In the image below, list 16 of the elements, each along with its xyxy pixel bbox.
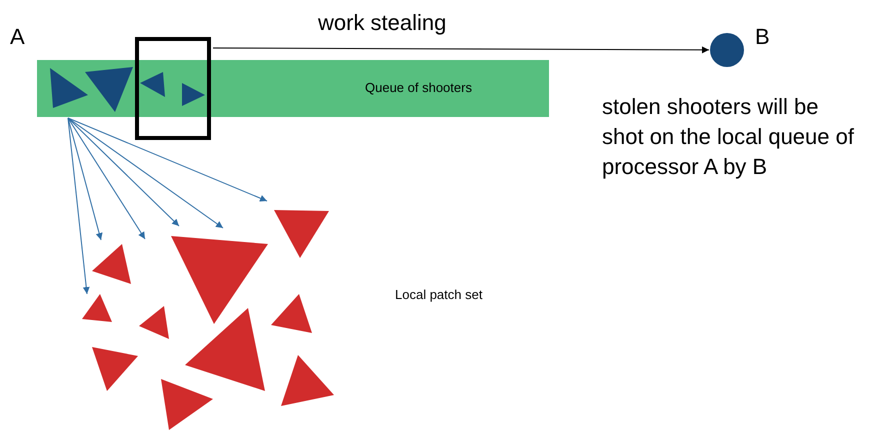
arrow — [68, 118, 268, 202]
processor-label: A — [10, 23, 25, 51]
arrow — [68, 118, 90, 294]
processor-circle — [710, 33, 744, 67]
patch-triangles-drawing — [82, 210, 334, 430]
patch-set-label: Local patch set — [395, 286, 482, 304]
note-text: stolen shooters will be shot on the local queue of processor A by B — [602, 93, 855, 181]
arrow — [68, 118, 103, 240]
selection-frame — [135, 37, 211, 140]
queue-label: Queue of shooters — [365, 80, 472, 95]
processor-label: B — [755, 23, 770, 51]
arrow — [212, 46, 710, 54]
arrow — [68, 118, 146, 240]
queue-bar — [37, 60, 549, 117]
arrow — [68, 118, 224, 228]
arrow — [68, 118, 180, 226]
